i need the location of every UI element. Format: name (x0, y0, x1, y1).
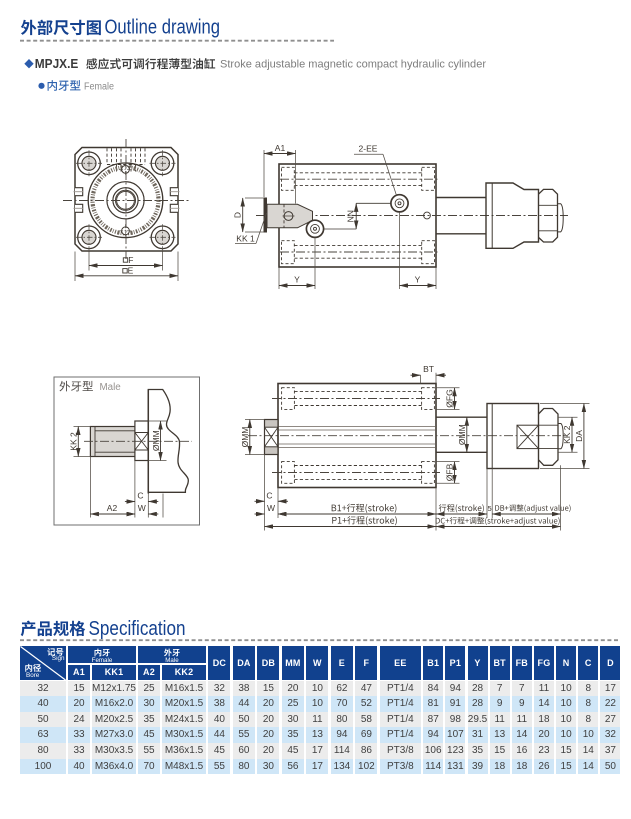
svg-text:Y: Y (415, 275, 421, 285)
svg-text:Sign: Sign (52, 655, 65, 662)
svg-text:C: C (266, 490, 272, 500)
svg-text:Y: Y (294, 275, 300, 285)
svg-text:ØFG: ØFG (445, 389, 455, 407)
svg-text:Stroke adjustable magnetic com: Stroke adjustable magnetic compact hydra… (220, 59, 486, 71)
svg-text:Male: Male (100, 382, 122, 393)
svg-text:KK 2: KK 2 (562, 425, 572, 444)
svg-text:5: 5 (488, 504, 492, 513)
svg-text:F: F (128, 255, 133, 265)
svg-text:KK 1: KK 1 (236, 234, 255, 244)
svg-text:W: W (138, 503, 146, 513)
svg-text:D: D (233, 212, 243, 218)
svg-text:Specification: Specification (89, 617, 186, 640)
svg-text:2-EE: 2-EE (359, 144, 378, 154)
svg-text:Outline drawing: Outline drawing (105, 16, 221, 39)
svg-text:Female: Female (92, 657, 113, 663)
svg-text:BT: BT (423, 364, 434, 374)
svg-text:A2: A2 (107, 503, 118, 513)
svg-text:KK 2: KK 2 (68, 432, 78, 451)
svg-text:ØFB: ØFB (445, 463, 455, 481)
svg-text:DA: DA (574, 430, 584, 442)
svg-text:Bore: Bore (26, 672, 40, 679)
svg-text:E: E (128, 266, 134, 276)
svg-text:NN: NN (346, 210, 356, 222)
svg-text:ØMM: ØMM (151, 430, 161, 451)
svg-text:ØMM: ØMM (240, 427, 250, 448)
svg-text:Male: Male (165, 657, 179, 663)
svg-text:Female: Female (84, 81, 114, 92)
svg-text:A1: A1 (275, 143, 286, 153)
svg-text:C: C (137, 491, 143, 501)
svg-text:ØMM: ØMM (457, 424, 467, 445)
svg-text:MPJX.E: MPJX.E (35, 57, 79, 71)
svg-text:W: W (267, 503, 275, 513)
